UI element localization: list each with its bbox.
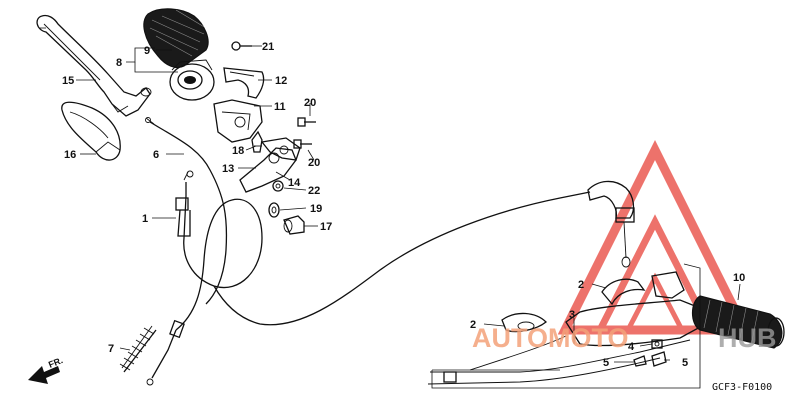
callout-4: 4: [628, 341, 635, 353]
return-spring: [119, 325, 157, 373]
lever-boot: [61, 101, 121, 161]
screw-5-left: [633, 355, 647, 367]
screw-5-right: [651, 351, 667, 367]
callout-6: 6: [153, 149, 159, 161]
callout-8: 8: [116, 57, 122, 69]
callout-9: 9: [144, 45, 150, 57]
leader-lines: [40, 27, 741, 363]
throttle-cable: [213, 191, 591, 326]
screw-20-lower: [293, 139, 312, 149]
throttle-detail-frame: [431, 263, 701, 389]
callout-11: 11: [274, 101, 286, 113]
switch-cover: [223, 67, 265, 99]
adjuster-nut-19: [268, 202, 280, 218]
callout-15: 15: [62, 75, 74, 87]
callout-19: 19: [310, 203, 322, 215]
throttle-bracket-upper: [601, 271, 685, 306]
callout-13: 13: [222, 163, 234, 175]
lever-bracket: [213, 99, 263, 143]
callout-22: 22: [308, 185, 320, 197]
callout-5-right: 5: [682, 357, 688, 369]
cable-lower-end: [146, 319, 185, 386]
callout-20-upper: 20: [304, 97, 316, 109]
right-grip: [691, 295, 785, 349]
direction-label: FR.: [47, 355, 64, 370]
callout-1: 1: [142, 213, 148, 225]
watermark-brand-left: AUTOMOTO: [472, 323, 629, 353]
left-grip: [143, 8, 209, 69]
screw-20-upper: [297, 117, 316, 127]
clutch-lever: [36, 14, 152, 117]
screw-21: [231, 41, 252, 51]
callout-12: 12: [275, 75, 287, 87]
callouts: 1 2 2 3 4 5 5 6 7 8 9 10 11 12 13 14 15 …: [62, 41, 745, 369]
callout-18: 18: [232, 145, 244, 157]
lever-perch: [239, 130, 301, 193]
callout-21: 21: [262, 41, 274, 53]
callout-10: 10: [733, 272, 745, 284]
throttle-elbow: [587, 180, 635, 268]
grip-housing: [169, 59, 215, 101]
callout-16: 16: [64, 149, 76, 161]
callout-17: 17: [320, 221, 332, 233]
throttle-bracket-lower: [501, 312, 547, 333]
callout-5-left: 5: [603, 357, 609, 369]
callout-7: 7: [108, 343, 114, 355]
watermark-brand-right: HUB: [718, 323, 777, 353]
watermark-text: AUTOMOTO HUB: [472, 323, 777, 353]
callout-2-upper: 2: [578, 279, 584, 291]
adjuster-17: [283, 215, 305, 235]
callout-14: 14: [288, 177, 301, 189]
callout-3: 3: [569, 309, 575, 321]
front-direction-arrow: FR.: [28, 355, 64, 384]
diagram-code: GCF3-F0100: [712, 382, 772, 393]
callout-2-lower: 2: [470, 319, 476, 331]
choke-cable-loop: [175, 170, 263, 331]
callout-20-lower: 20: [308, 157, 320, 169]
clutch-cable: [145, 117, 228, 305]
